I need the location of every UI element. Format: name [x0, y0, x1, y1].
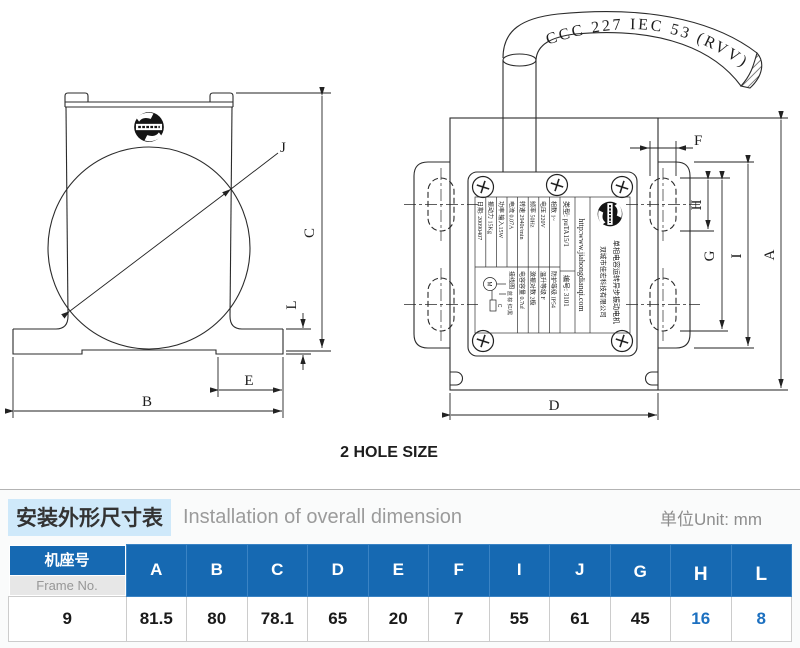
wiring-diagram: M C 蓝 棕 红/黑 — [483, 277, 513, 315]
dimension-table-section: 安装外形尺寸表 Installation of overall dimensio… — [0, 489, 800, 648]
col-header-G: G — [609, 544, 671, 597]
base-plate — [12, 329, 284, 355]
col-header-A: A — [125, 544, 187, 597]
col-header-B: B — [186, 544, 248, 597]
frame-no-english: Frame No. — [8, 574, 126, 596]
col-header-E: E — [367, 544, 429, 597]
section-title-english: Installation of overall dimension — [183, 506, 463, 528]
nameplate-row: 电压 220V — [539, 201, 547, 229]
dim-label-j: J — [280, 140, 286, 156]
wire-color-labels: 蓝 棕 红/黑 — [506, 291, 513, 315]
motor-symbol: M — [486, 282, 492, 287]
front-view-dimensions — [442, 111, 788, 420]
value-D: 65 — [307, 595, 369, 642]
screw-icon — [610, 329, 634, 353]
nameplate-row: 温升等级 F — [539, 271, 547, 301]
front-view — [404, 11, 763, 391]
value-G: 45 — [609, 595, 671, 642]
screw-icon — [471, 329, 495, 353]
dim-label-c: C — [302, 228, 318, 238]
nameplate-row: 振动力 15Kg — [487, 201, 495, 234]
brand-logo-icon — [596, 200, 624, 228]
col-header-H: H — [670, 544, 732, 597]
cable-outline-top — [502, 11, 758, 59]
dim-label-f: F — [694, 133, 702, 149]
dim-label-e: E — [244, 373, 253, 389]
nameplate-company: 双城市佳宏科技有限公司 — [599, 246, 608, 318]
nameplate-row: 功率 输入15W — [497, 201, 505, 239]
unit-label: 单位Unit: mm — [660, 510, 762, 529]
value-I: 55 — [488, 595, 550, 642]
value-C: 78.1 — [246, 595, 308, 642]
nameplate-website: http:www.jiahongdianqi.com — [577, 218, 586, 312]
brand-logo-icon — [132, 110, 166, 144]
value-E: 20 — [367, 595, 429, 642]
col-header-J: J — [549, 544, 611, 597]
hole-size-note: 2 HOLE SIZE — [340, 444, 438, 461]
dim-label-h: H — [689, 199, 705, 210]
frame-no-chinese: 机座号 — [8, 544, 126, 575]
capacitor-symbol: C — [496, 304, 502, 308]
flange-left — [413, 161, 450, 349]
nameplate-row: 接线图 — [508, 271, 516, 289]
cap-tab-right — [209, 92, 234, 107]
table-title-row: 安装外形尺寸表 Installation of overall dimensio… — [8, 499, 792, 536]
dim-label-l: L — [284, 300, 300, 309]
cap-tab-left — [64, 92, 89, 107]
motor-body — [449, 117, 659, 391]
dim-label-i: I — [729, 254, 745, 259]
nameplate-row: 相数 1~ — [550, 201, 558, 222]
dim-label-d: D — [549, 398, 560, 414]
nameplate-row: 电容容量 0.7uf — [518, 271, 526, 309]
col-header-L: L — [730, 544, 792, 597]
frame-no-value: 9 — [8, 595, 127, 642]
nameplate-frame — [467, 171, 638, 357]
screw-icon — [471, 175, 495, 199]
front-view-dim-labels: F H G I A D — [549, 133, 778, 414]
nameplate-row: 日期: 20090407 — [476, 201, 484, 240]
value-A: 81.5 — [125, 595, 187, 642]
col-header-I: I — [488, 544, 550, 597]
side-view-dim-labels: J C L E B — [142, 140, 318, 410]
cable-cut-end — [739, 51, 763, 89]
nameplate-content: 单相电容运转异步振动电机 双城市佳宏科技有限公司 http:www.jiahon… — [474, 196, 631, 334]
value-F: 7 — [428, 595, 490, 642]
cable-spec-text: CCC 227 IEC 53 (RVV) — [544, 16, 752, 71]
side-view-dimensions — [5, 87, 331, 418]
table-data-row: 9 81.5 80 78.1 65 20 7 55 61 45 16 8 — [8, 595, 792, 642]
screw-icon — [545, 173, 569, 197]
value-J: 61 — [549, 595, 611, 642]
dim-label-a: A — [762, 249, 778, 260]
table-header-row: 机座号 Frame No. A B C D E F I J G H L — [8, 544, 792, 597]
slot-centerlines — [404, 168, 700, 341]
nameplate-product: 单相电容运转异步振动电机 — [612, 240, 621, 324]
technical-drawing: J C L E B — [5, 11, 788, 461]
nameplate-row: 激振对数 2极 — [529, 271, 537, 306]
value-H: 16 — [670, 595, 732, 642]
screw-icon — [610, 175, 634, 199]
nameplate-row: 防护等级 IP54 — [550, 271, 558, 308]
section-title-chinese: 安装外形尺寸表 — [8, 499, 171, 536]
value-B: 80 — [186, 595, 248, 642]
frame-no-header: 机座号 Frame No. — [8, 544, 126, 596]
flange-right — [658, 161, 691, 349]
dim-label-b: B — [142, 394, 152, 410]
nameplate-model: 类型: puTA15/1 — [562, 201, 571, 247]
nameplate-row: 转速 2940r/min — [518, 201, 526, 240]
value-L: 8 — [730, 595, 792, 642]
nameplate-serial: 编号: 3101 — [562, 275, 571, 307]
col-header-D: D — [307, 544, 369, 597]
nameplate-row: 频率 50Hz — [529, 201, 537, 228]
housing-circle — [47, 146, 251, 350]
dimension-table: 机座号 Frame No. A B C D E F I J G H L 9 81… — [8, 544, 792, 642]
dim-label-g: G — [702, 250, 718, 261]
col-header-C: C — [246, 544, 308, 597]
col-header-F: F — [428, 544, 490, 597]
cable-outline-bottom — [535, 32, 742, 87]
nameplate-row: 电流 0.07A — [508, 201, 516, 230]
